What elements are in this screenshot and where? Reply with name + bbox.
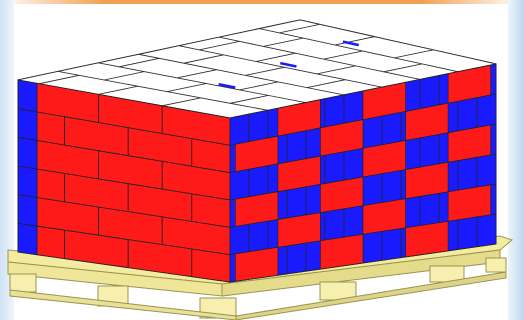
carton-end	[420, 76, 439, 109]
carton-end	[363, 174, 382, 206]
carton-end	[477, 214, 496, 247]
carton-end	[230, 114, 249, 145]
carton-end	[363, 116, 382, 148]
carton-end	[363, 231, 382, 263]
carton-end	[287, 131, 306, 163]
carton-end	[420, 193, 439, 225]
carton-end	[230, 169, 249, 200]
carton-end	[249, 166, 268, 197]
carton-end	[458, 98, 477, 131]
carton-end	[420, 134, 439, 167]
carton-end	[18, 80, 37, 112]
carton-end	[249, 110, 268, 141]
carton-side	[37, 112, 65, 145]
carton-end	[458, 217, 477, 250]
carton-end	[287, 243, 306, 274]
carton-side	[37, 226, 65, 258]
carton-end	[477, 94, 496, 128]
carton-end	[18, 166, 37, 198]
carton-end	[18, 195, 37, 227]
carton-end	[382, 170, 401, 202]
carton-end	[18, 223, 37, 254]
carton-end	[249, 221, 268, 252]
carton-end	[458, 157, 477, 190]
carton-end	[382, 229, 401, 261]
carton-end	[344, 91, 363, 123]
carton-end	[230, 224, 249, 255]
carton-end	[18, 109, 37, 141]
carton-side	[320, 234, 363, 269]
carton-end	[18, 137, 37, 169]
carton-side	[192, 249, 230, 282]
carton-end	[325, 209, 344, 240]
carton-end	[325, 152, 344, 184]
carton-end	[382, 112, 401, 145]
carton-end	[344, 206, 363, 238]
carton-end	[325, 95, 344, 127]
carton-end	[287, 187, 306, 218]
carton-end	[344, 148, 363, 180]
carton-side	[37, 169, 65, 202]
carton-end	[477, 154, 496, 187]
carton-side	[406, 221, 449, 257]
